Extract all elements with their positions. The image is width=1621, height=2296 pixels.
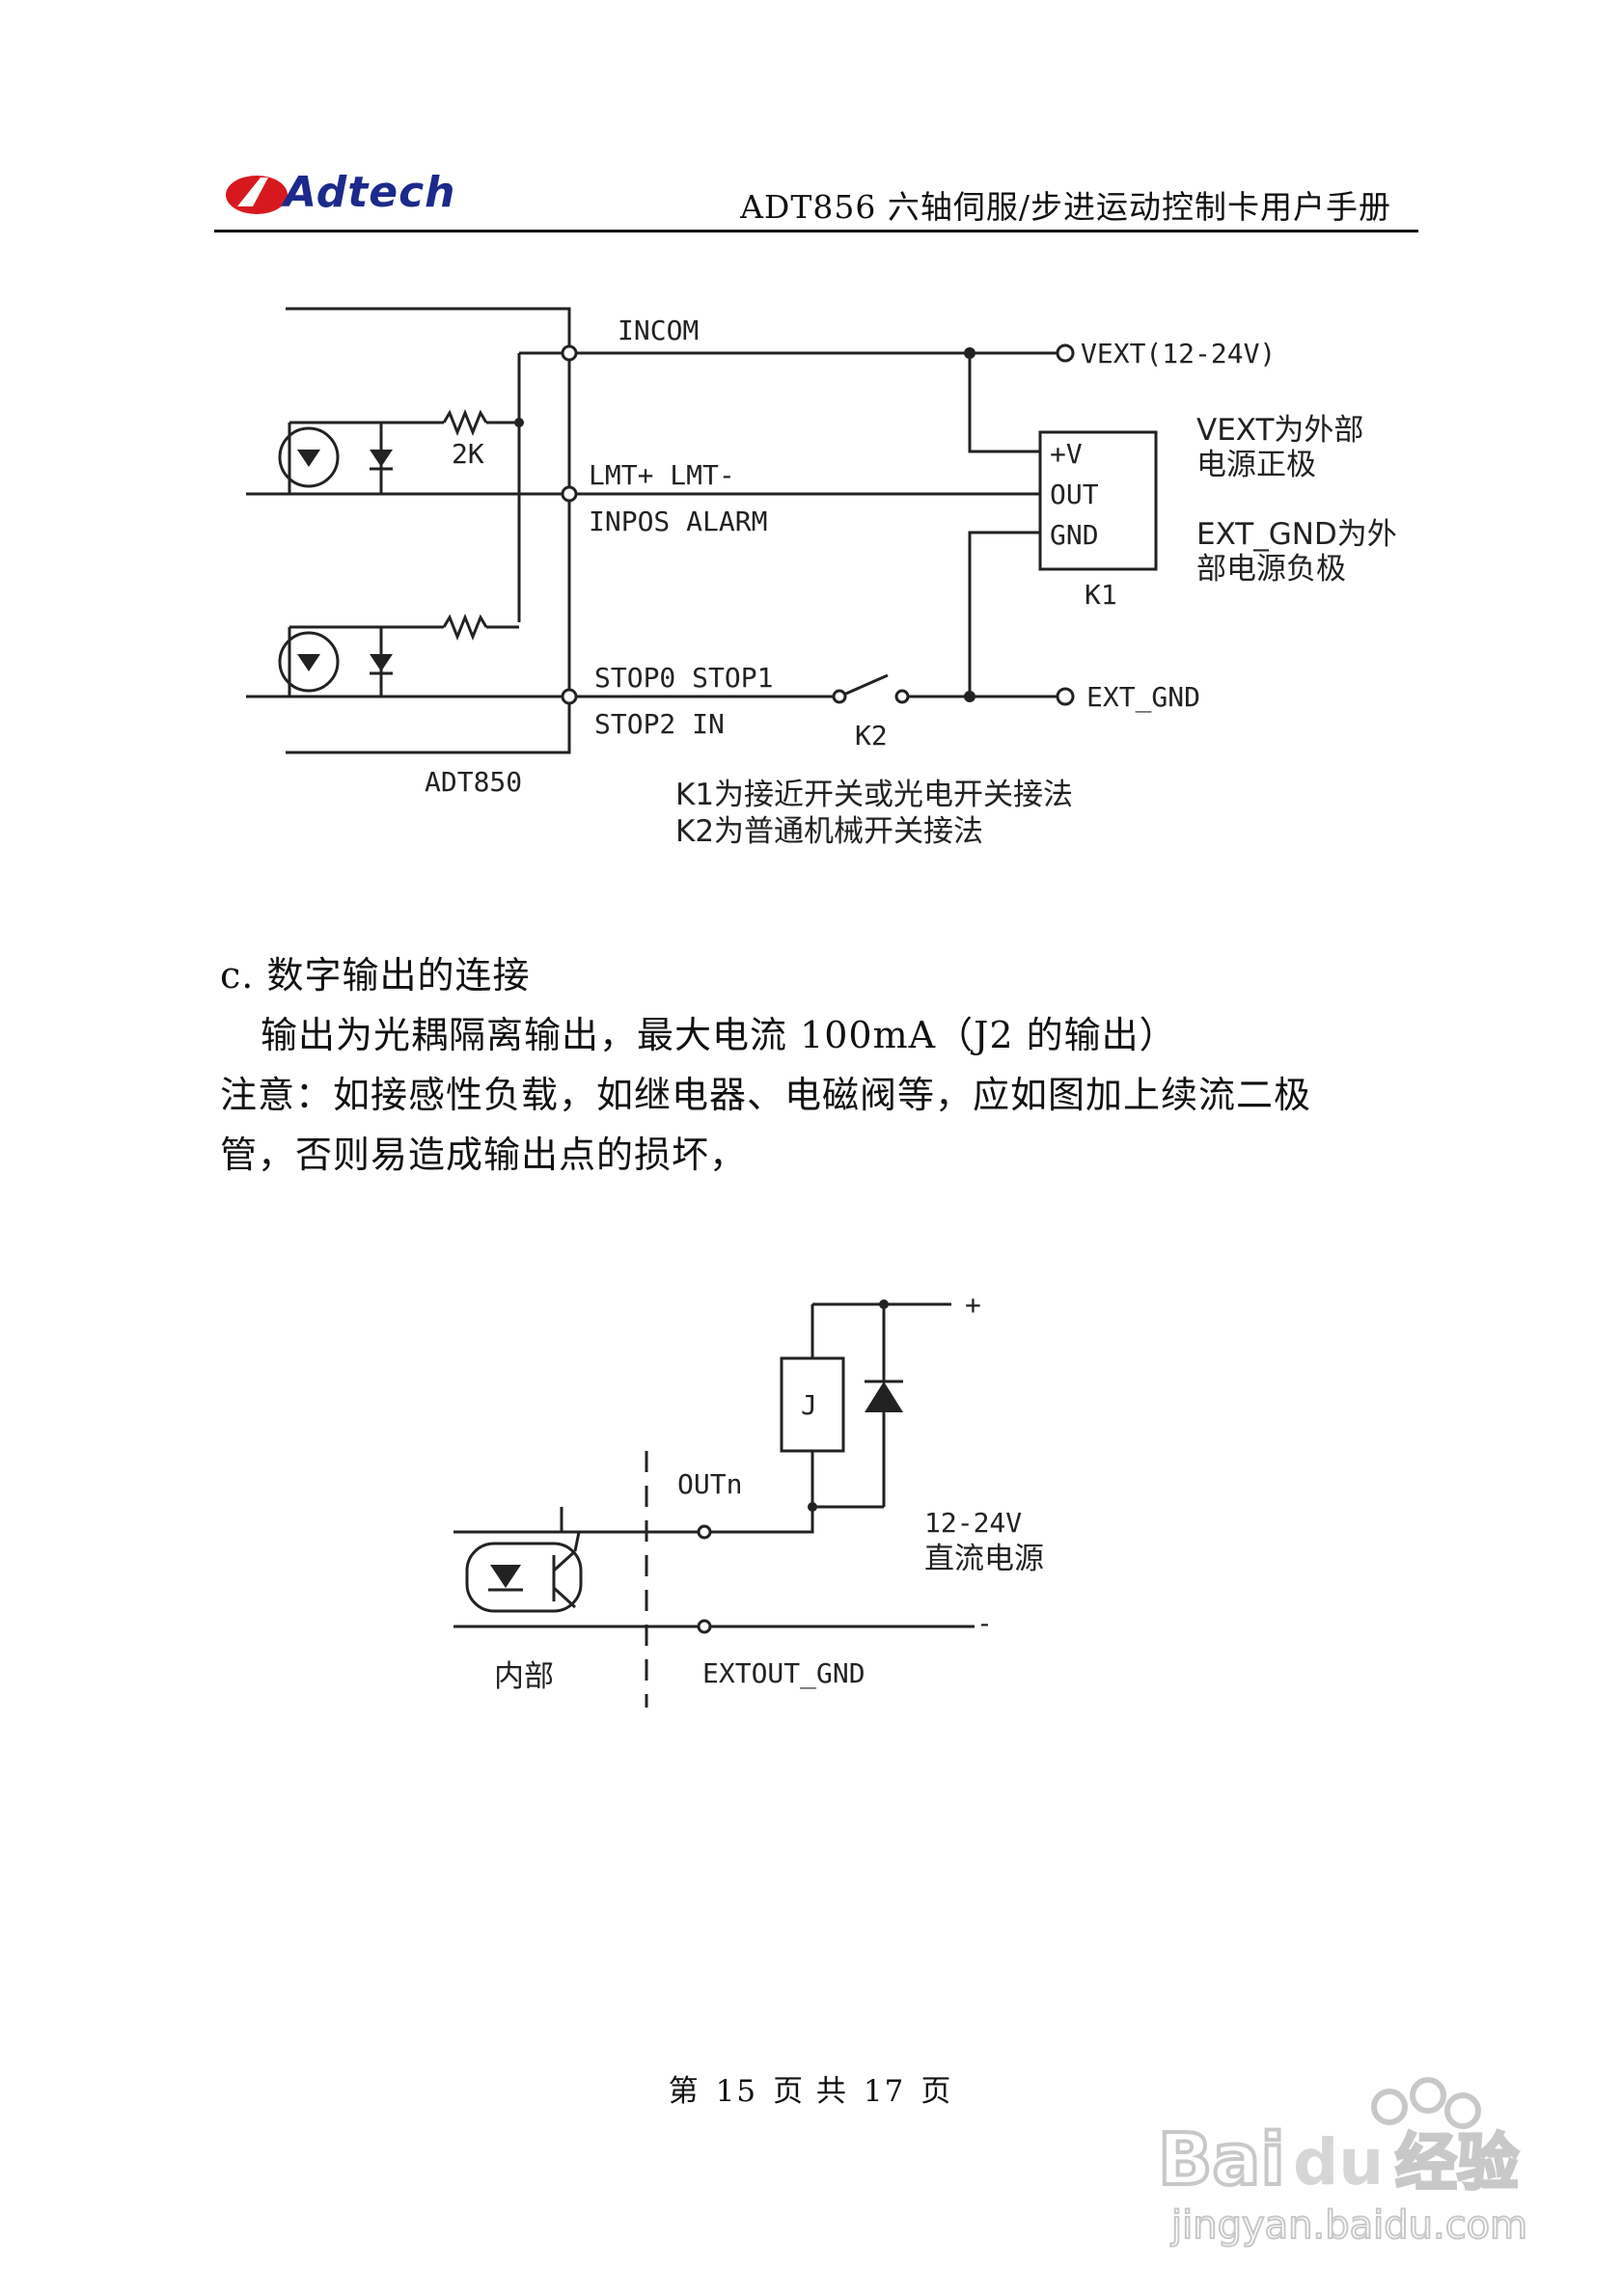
footer-suffix: 页 — [920, 2074, 953, 2109]
logo-wordmark: Adtech — [281, 168, 455, 217]
label-extout-gnd: EXTOUT_GND — [702, 1657, 865, 1690]
label-plus: + — [965, 1289, 981, 1321]
footer-prefix: 第 — [668, 2074, 701, 2109]
label-supply-desc: 直流电源 — [924, 1542, 1044, 1576]
label-incom: INCOM — [618, 314, 699, 346]
label-k1: K1 — [1085, 579, 1117, 611]
paragraph-output-spec: 输出为光耦隔离输出，最大电流 100mA（J2 的输出） — [261, 1014, 1177, 1056]
k1-pin-gnd: GND — [1050, 519, 1099, 551]
page-footer: 第 15 页 共 17 页 — [0, 2066, 1621, 2110]
label-supply-voltage: 12-24V — [924, 1507, 1022, 1539]
note-extgnd-line1: EXT_GND为外 — [1196, 517, 1397, 552]
label-k2: K2 — [855, 720, 888, 752]
label-resistor-2k: 2K — [452, 438, 484, 470]
label-lmt: LMT+ LMT- — [589, 459, 735, 491]
note-vext-line1: VEXT为外部 — [1196, 413, 1363, 448]
paragraph-note-line2: 管，否则易造成输出点的损坏， — [220, 1134, 748, 1176]
section-heading: c. 数字输出的连接 — [220, 954, 531, 997]
k1-pin-out: OUT — [1050, 478, 1099, 510]
label-internal: 内部 — [494, 1659, 554, 1694]
legend-k1: K1为接近开关或光电开关接法 — [675, 778, 1073, 812]
k1-pin-v: +V — [1050, 438, 1083, 470]
watermark-brand: Bai — [1158, 2118, 1285, 2201]
input-wiring-diagram: INCOM VEXT(12-24V) 2K LMT+ LMT- INPOS AL… — [246, 307, 1397, 849]
label-relay-j: J — [801, 1389, 817, 1421]
footer-total-pages: 17 — [863, 2074, 906, 2109]
header-divider — [214, 230, 1418, 232]
label-ext-gnd: EXT_GND — [1086, 681, 1200, 714]
label-card-model: ADT850 — [425, 766, 522, 798]
paw-icon — [1371, 2089, 1408, 2125]
adtech-logo: Adtech — [226, 168, 455, 217]
footer-page-number: 15 — [715, 2074, 758, 2109]
watermark-product: 经验 — [1395, 2128, 1519, 2200]
label-vext: VEXT(12-24V) — [1081, 338, 1276, 369]
baidu-watermark: Bai du 经验 jingyan.baidu.com — [1156, 2077, 1528, 2249]
label-stop-row1: STOP0 STOP1 — [594, 662, 773, 694]
label-minus: - — [976, 1607, 993, 1639]
page-header-title: ADT856 六轴伺服/步进运动控制卡用户手册 — [740, 188, 1391, 226]
footer-mid: 页 共 — [773, 2074, 848, 2109]
legend-k2: K2为普通机械开关接法 — [675, 814, 983, 849]
note-vext-line2: 电源正极 — [1196, 448, 1316, 482]
note-extgnd-line2: 部电源负极 — [1196, 552, 1346, 587]
label-outn: OUTn — [677, 1468, 742, 1500]
label-stop-row2: STOP2 IN — [594, 708, 725, 740]
watermark-url: jingyan.baidu.com — [1170, 2203, 1527, 2248]
label-inpos-alarm: INPOS ALARM — [589, 506, 767, 537]
watermark-brand-du: du — [1293, 2125, 1384, 2200]
output-wiring-diagram: + - J OUTn 12-24V 直流电源 内部 EXTOUT_GND — [453, 1289, 1044, 1708]
paragraph-note-line1: 注意：如接感性负载，如继电器、电磁阀等，应如图加上续流二极 — [220, 1074, 1312, 1116]
